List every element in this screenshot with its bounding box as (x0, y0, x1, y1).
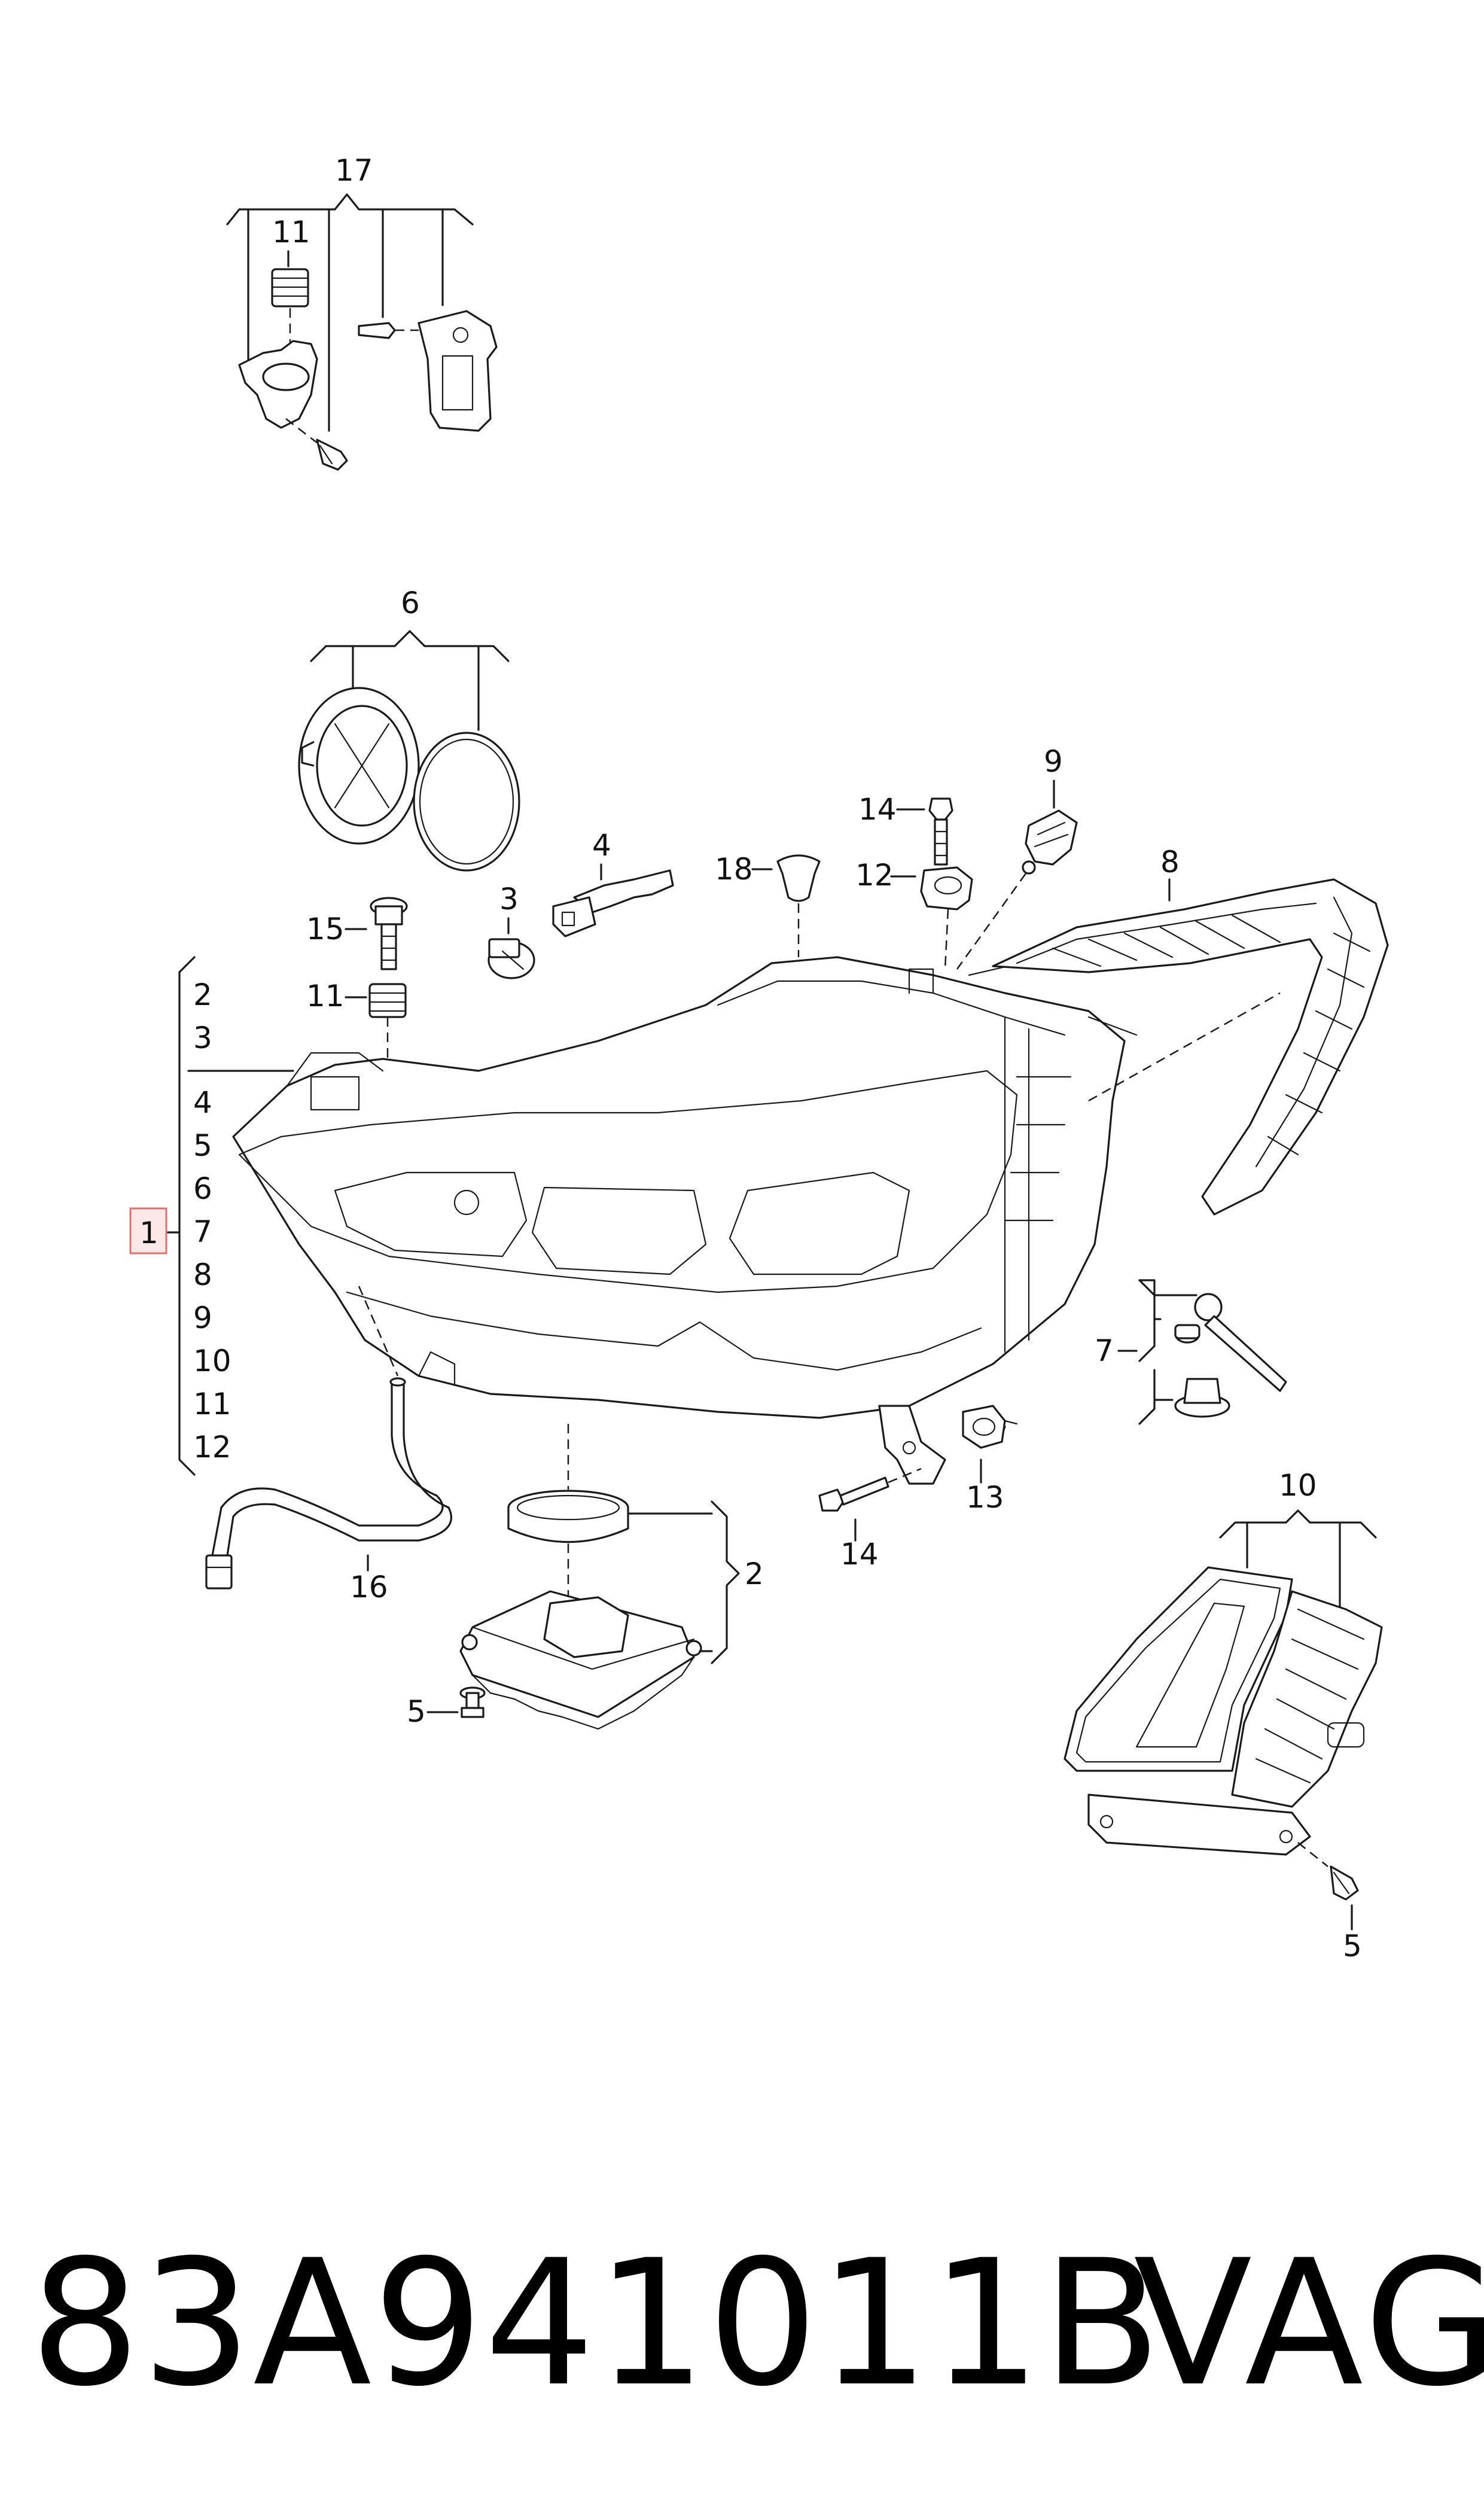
group-6-bracket (310, 630, 510, 731)
seal-ring-part (413, 732, 520, 872)
cap-part (1174, 1378, 1230, 1418)
callout-14-bottom: 14 (840, 1537, 879, 1572)
callout-1-highlight (129, 1207, 167, 1255)
callout-4: 4 (592, 828, 611, 863)
seal-ring-part (507, 1490, 629, 1543)
list-item: 5 (193, 1128, 212, 1163)
adjuster-motor-part (956, 809, 1078, 970)
footer: 83A941011B VAG (30, 2223, 1484, 2425)
callout-5-bottom: 5 (407, 1694, 426, 1729)
screw-part (316, 439, 348, 471)
lamp-socket-part (238, 340, 318, 443)
screw-part (928, 797, 953, 866)
wiring-harness-part (552, 869, 674, 937)
trim-frame-part (992, 878, 1389, 1216)
list-item: 3 (193, 1021, 212, 1055)
callout-9: 9 (1044, 744, 1063, 779)
callout-6: 6 (401, 586, 420, 620)
adjuster-nut-part (368, 983, 407, 1059)
callout-5-right: 5 (1343, 1929, 1362, 1963)
callout-3-mid: 3 (499, 882, 519, 917)
list-item: 4 (193, 1085, 212, 1120)
clip-part (962, 1405, 1018, 1449)
callout-18: 18 (715, 852, 753, 887)
bulb-part (487, 938, 535, 979)
group-7-right-bracket (1138, 1279, 1197, 1425)
headlamp-housing-part (232, 938, 1138, 1485)
callout-14-top: 14 (858, 792, 897, 827)
group-10-bracket (1219, 1509, 1377, 1616)
clip-nut-part (920, 866, 973, 970)
group-2-bracket (627, 1500, 740, 1664)
group-1-list: 2 3 4 5 6 7 8 9 10 11 12 (193, 978, 231, 1464)
list-item: 2 (193, 978, 212, 1012)
callout-15: 15 (306, 912, 345, 946)
callout-7-right: 7 (1095, 1333, 1114, 1368)
screw-part (370, 897, 408, 970)
screw-part (818, 1467, 922, 1512)
callout-13: 13 (966, 1480, 1004, 1515)
list-item: 9 (193, 1301, 212, 1335)
part-number: 83A941011B (30, 2223, 1163, 2425)
callout-16: 16 (350, 1570, 388, 1604)
vent-tube-part (1194, 1293, 1287, 1392)
group-17-bracket (226, 193, 474, 432)
callout-8: 8 (1160, 845, 1180, 879)
cover-cap-part (298, 687, 420, 845)
callout-17: 17 (335, 153, 373, 188)
list-item: 8 (193, 1258, 212, 1292)
list-item: 10 (193, 1344, 231, 1378)
list-item: 7 (193, 1214, 212, 1249)
callout-2-right: 2 (745, 1557, 764, 1591)
callout-10: 10 (1279, 1468, 1317, 1503)
mounting-bracket-part (418, 310, 498, 432)
screw-part (459, 1686, 486, 1718)
callout-11-mid: 11 (306, 979, 345, 1013)
plug-part (776, 854, 821, 957)
screw-part (358, 322, 419, 339)
cap-part (1174, 1324, 1200, 1344)
drl-module-part (1064, 1566, 1383, 1867)
brand-label: VAG (1133, 2223, 1484, 2425)
callout-1: 1 (139, 1216, 159, 1250)
list-item: 11 (193, 1387, 231, 1421)
callout-11-top: 11 (272, 215, 310, 249)
list-item: 12 (193, 1430, 231, 1464)
callout-12-mid: 12 (855, 858, 894, 893)
vent-hose-part (205, 1286, 452, 1590)
group-1-bracket (166, 956, 294, 1476)
screw-part (1330, 1865, 1359, 1901)
ballast-module-part (459, 1590, 702, 1730)
adjuster-nut-part (271, 268, 309, 350)
list-item: 6 (193, 1171, 212, 1206)
